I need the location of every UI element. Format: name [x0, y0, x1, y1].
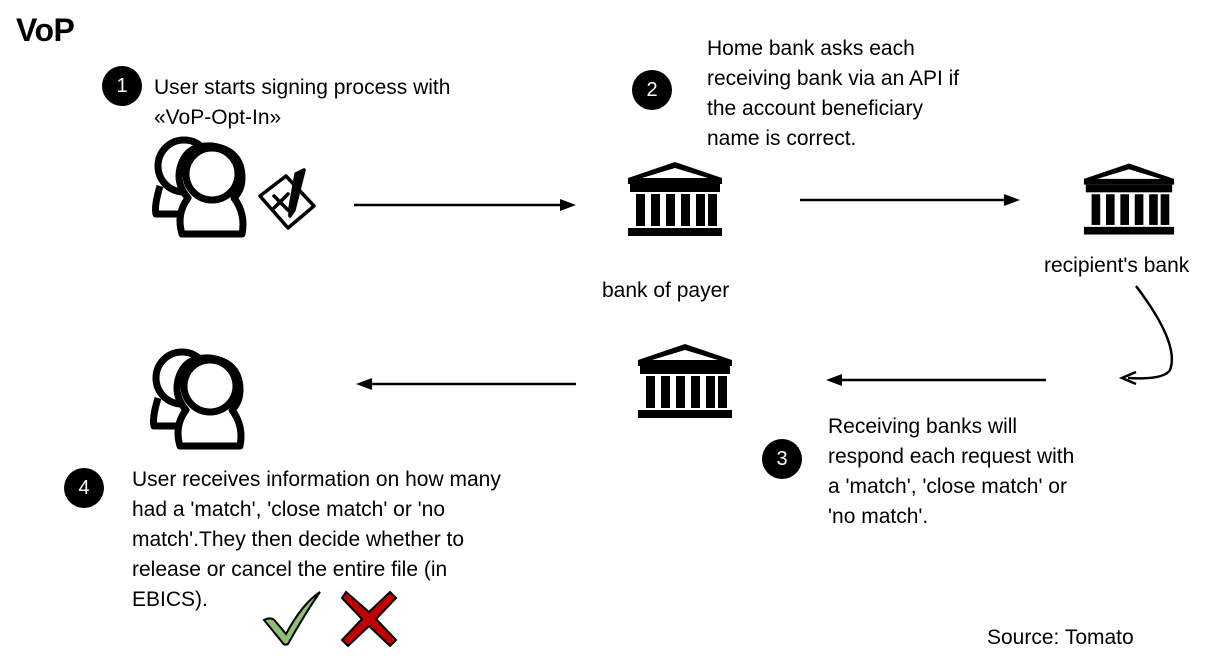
checkmark-icon [262, 591, 321, 646]
step-4-text: User receives information on how many ha… [132, 468, 501, 611]
bank-of-payer-label: bank of payer [602, 279, 730, 302]
step-2-text: Home bank asks each receiving bank via a… [707, 37, 960, 150]
recipients-bank-label: recipient's bank [1044, 254, 1190, 277]
arrow-left-icon [356, 378, 576, 390]
step-2-number: 2 [646, 79, 658, 101]
diagram-title: VoP [16, 12, 75, 48]
users-icon [152, 136, 247, 238]
cross-icon [340, 590, 398, 648]
step-3-badge: 3 [762, 439, 802, 479]
bank-icon [638, 344, 732, 418]
step-1-text: User starts signing process with «VoP-Op… [154, 76, 451, 129]
step-2-badge: 2 [632, 70, 672, 110]
signature-pen-icon [258, 168, 316, 230]
step-4-number: 4 [78, 477, 90, 499]
arrow-right-icon [800, 194, 1020, 206]
curved-arrow-icon [1118, 285, 1174, 386]
step-3-number: 3 [776, 448, 788, 470]
bank-icon [1083, 163, 1175, 235]
bank-icon [628, 162, 722, 236]
step-3-text: Receiving banks will respond each reques… [828, 415, 1075, 528]
arrow-right-icon [354, 199, 576, 211]
arrow-left-icon [826, 374, 1046, 386]
users-icon [150, 348, 245, 450]
step-1-number: 1 [116, 75, 128, 97]
step-1-badge: 1 [102, 66, 142, 106]
step-4-badge: 4 [64, 468, 104, 508]
source-label: Source: Tomato [987, 626, 1134, 649]
